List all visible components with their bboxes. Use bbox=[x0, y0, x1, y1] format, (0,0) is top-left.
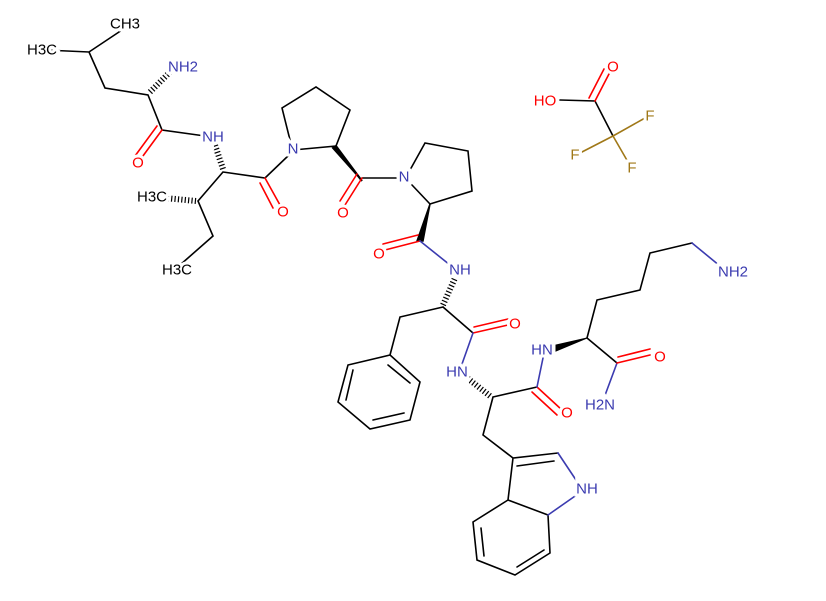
atom-label: NH bbox=[202, 129, 224, 146]
atom-label: H2N bbox=[585, 397, 615, 414]
atom-label: O bbox=[509, 316, 521, 333]
atom-label: H3C bbox=[162, 262, 192, 279]
atom-label: O bbox=[373, 246, 385, 263]
atom-label: HN bbox=[446, 364, 468, 381]
atom-label: NH2 bbox=[718, 264, 748, 281]
atom-label: HN bbox=[531, 342, 553, 359]
bonds bbox=[44, 27, 721, 576]
atom-label: F bbox=[645, 108, 654, 125]
atom-label: NH bbox=[449, 262, 471, 279]
atom-label: CH3 bbox=[110, 16, 140, 33]
atom-label: O bbox=[132, 155, 144, 172]
atom-label: H3C bbox=[27, 42, 57, 59]
atom-label: O bbox=[277, 204, 289, 221]
atom-label: O bbox=[337, 205, 349, 222]
atom-label: O bbox=[607, 59, 619, 76]
atom-label: H3C bbox=[137, 189, 167, 206]
atom-label: NH2 bbox=[168, 59, 198, 76]
atom-label: N bbox=[288, 141, 299, 158]
atom-labels: CH3 H3C NH2 O NH H3C H3C O N O N O NH O … bbox=[24, 13, 751, 501]
atom-label: N bbox=[399, 169, 410, 186]
atom-label: F bbox=[570, 147, 579, 164]
atom-label: O bbox=[561, 405, 573, 422]
atom-label: O bbox=[654, 349, 666, 366]
atom-label: HO bbox=[534, 93, 557, 110]
atom-label: F bbox=[627, 160, 636, 177]
atom-label: NH bbox=[576, 481, 598, 498]
